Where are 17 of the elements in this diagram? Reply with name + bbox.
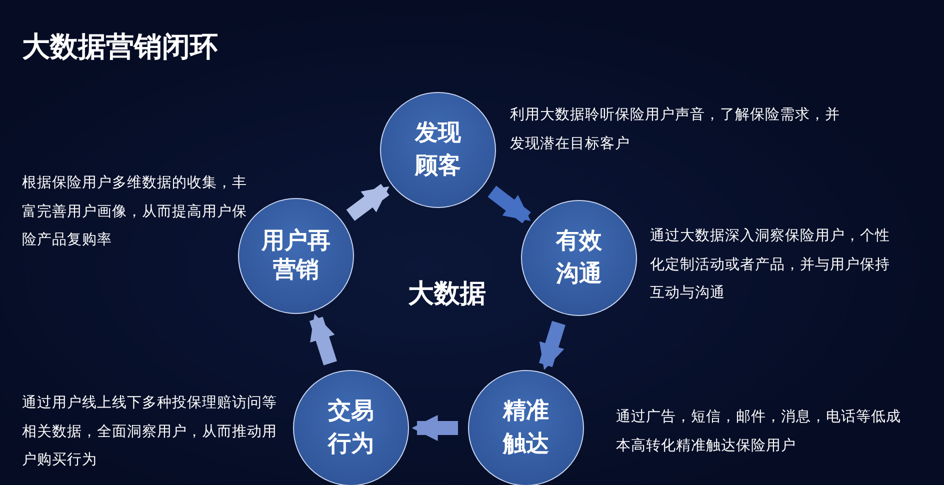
node-label: 发现顾客 <box>414 118 462 181</box>
arrow <box>346 184 390 221</box>
center-label: 大数据 <box>408 278 486 311</box>
node-label: 精准触达 <box>502 396 550 459</box>
description-text: 通过广告，短信，邮件，消息，电话等低成本高转化精准触达保险用户 <box>616 408 902 456</box>
arrow <box>309 314 337 366</box>
node-label: 用户再营销 <box>260 227 332 285</box>
arrow <box>538 320 566 370</box>
description-text: 利用大数据聆听保险用户声音，了解保险需求，并发现潜在目标客户 <box>510 106 841 154</box>
description-text: 通过大数据深入洞察保险用户，个性化定制活动或者产品，并与用户保持互动与沟通 <box>650 226 891 303</box>
description-text: 根据保险用户多维数据的收集，丰富完善用户画像，从而提高用户保险产品复购率 <box>22 174 248 250</box>
node-label: 交易行为 <box>326 396 375 459</box>
node-label: 有效沟通 <box>554 226 603 289</box>
title: 大数据营销闭环 <box>22 29 218 65</box>
arrow <box>488 186 531 224</box>
description-text: 通过用户线上线下多种投保理赔访问等相关数据，全面洞察用户，从而推动用户购买行为 <box>22 394 278 470</box>
arrow <box>412 415 458 441</box>
